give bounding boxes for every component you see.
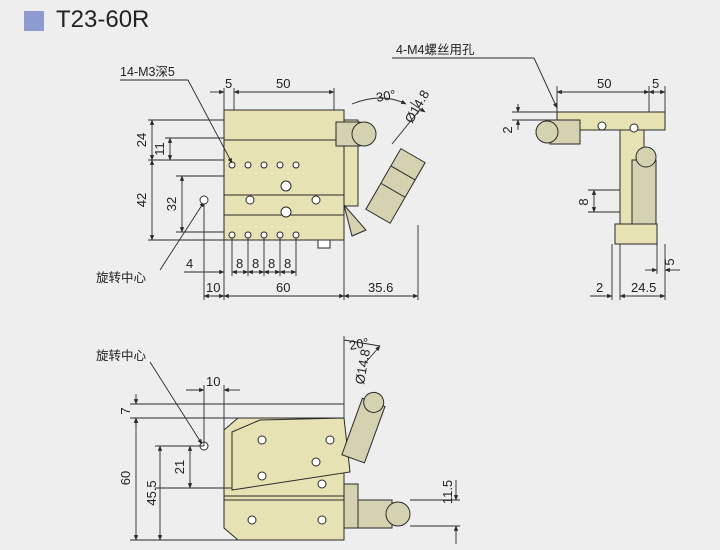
dim-top-8a: 8 <box>236 256 243 271</box>
dim-top-42: 42 <box>134 193 149 207</box>
dim-top-24: 24 <box>134 133 149 147</box>
dim-top-32: 32 <box>164 197 179 211</box>
top-back-plate <box>223 109 345 141</box>
side-view <box>535 111 666 245</box>
top-dimension-lines <box>120 79 426 300</box>
dim-bottom-60: 60 <box>118 471 133 485</box>
side-base <box>614 223 658 245</box>
dim-bottom-11-5: 11.5 <box>440 480 455 504</box>
dim-bottom-7: 7 <box>118 407 133 414</box>
page-title: T23-60R <box>56 6 150 33</box>
dim-side-2b: 2 <box>596 280 603 295</box>
dim-side-2a: 2 <box>500 126 515 133</box>
dim-side-5b: 5 <box>662 258 677 265</box>
dim-top-50: 50 <box>276 76 290 91</box>
rotation-center-label-top: 旋转中心 <box>96 270 147 285</box>
dim-top-14-8: Ø14.8 <box>402 87 433 125</box>
dim-top-8d: 8 <box>284 256 291 271</box>
dim-top-8c: 8 <box>268 256 275 271</box>
rotation-center-label-bottom: 旋转中心 <box>96 348 147 363</box>
bottom-dimension-lines <box>130 336 460 544</box>
top-view <box>223 109 426 249</box>
dim-top-11: 11 <box>152 142 167 156</box>
dim-bottom-20deg: 20° <box>348 335 370 353</box>
bottom-view <box>199 391 411 541</box>
dim-top-8b: 8 <box>252 256 259 271</box>
dim-bottom-10: 10 <box>206 374 220 389</box>
tap-holes-label: 14-M3深5 <box>120 65 175 79</box>
dim-bottom-21: 21 <box>172 460 187 474</box>
dim-side-8: 8 <box>576 198 591 205</box>
dim-side-50: 50 <box>597 76 611 91</box>
dim-bottom-45-5: 45.5 <box>144 480 159 505</box>
dim-top-35-6: 35.6 <box>368 280 393 295</box>
dim-top-60: 60 <box>276 280 290 295</box>
title-square <box>24 11 44 31</box>
dim-bottom-14-8: Ø14.8 <box>352 348 373 385</box>
dim-top-4: 4 <box>186 256 193 271</box>
dim-side-5: 5 <box>652 76 659 91</box>
dim-top-5: 5 <box>225 76 232 91</box>
side-dimension-lines <box>392 57 680 300</box>
dim-side-24-5: 24.5 <box>631 280 656 295</box>
mount-holes-label: 4-M4螺丝用孔 <box>396 43 475 57</box>
dim-top-30deg: 30° <box>375 87 397 105</box>
dim-top-10: 10 <box>206 280 220 295</box>
